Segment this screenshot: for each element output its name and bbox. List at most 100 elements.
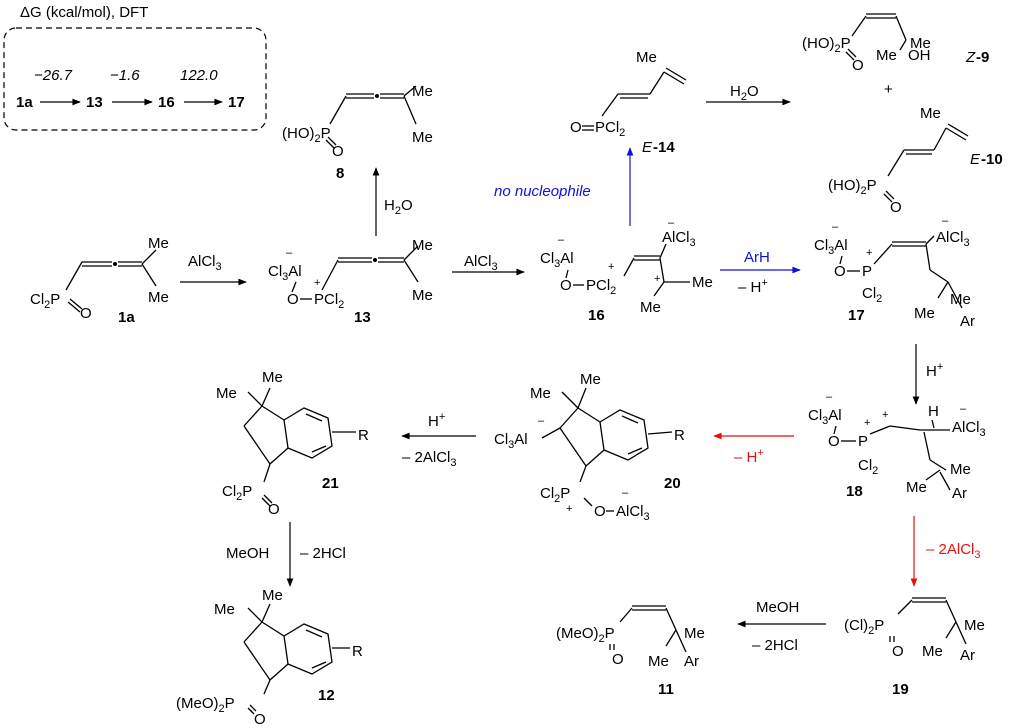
svg-text:Ar: Ar <box>960 313 975 330</box>
svg-text:–: – <box>832 221 839 233</box>
svg-text:AlCl3: AlCl3 <box>662 229 696 249</box>
svg-text:Me: Me <box>906 479 927 496</box>
svg-text:Ar: Ar <box>952 485 967 502</box>
compound-17: Cl3Al – O P + Cl2 AlCl3 – Me Me Ar 17 <box>814 215 975 330</box>
svg-text:+: + <box>866 247 872 259</box>
svg-text:Me: Me <box>412 287 433 304</box>
svg-text:Me: Me <box>530 385 551 402</box>
compound-12: Me Me R (MeO)2P O 12 <box>176 587 363 728</box>
svg-text:Me: Me <box>876 47 897 64</box>
svg-text:O: O <box>834 263 846 280</box>
energy-1: −26.7 <box>34 67 73 84</box>
svg-text:O: O <box>892 643 904 660</box>
svg-text:(MeO)2P: (MeO)2P <box>556 625 615 645</box>
svg-text:–: – <box>942 215 949 227</box>
svg-text:(HO)2P: (HO)2P <box>282 125 331 145</box>
svg-text:Me: Me <box>920 105 941 122</box>
label-13: 13 <box>354 309 371 326</box>
label-e10: E <box>970 151 981 168</box>
svg-text:–: – <box>538 415 545 427</box>
svg-text:PCl2: PCl2 <box>595 119 625 139</box>
energy-box: ΔG (kcal/mol), DFT −26.7 −1.6 122.0 1a 1… <box>3 4 267 131</box>
label-11: 11 <box>658 681 674 698</box>
svg-text:AlCl3: AlCl3 <box>936 229 970 249</box>
svg-text:Ar: Ar <box>684 653 699 670</box>
svg-text:Me: Me <box>148 235 169 252</box>
svg-text:O: O <box>268 501 280 518</box>
svg-text:+: + <box>882 409 888 421</box>
svg-text:O: O <box>254 711 266 728</box>
reagent-minus-2alcl3-a: – 2AlCl3 <box>926 541 980 561</box>
label-18: 18 <box>846 483 863 500</box>
svg-text:Me: Me <box>950 461 971 478</box>
svg-text:R: R <box>352 643 363 660</box>
box-title: ΔG (kcal/mol), DFT <box>20 4 148 21</box>
svg-text:Me: Me <box>412 129 433 146</box>
box-species-1a: 1a <box>16 94 33 111</box>
svg-text:Cl3Al: Cl3Al <box>808 407 842 427</box>
label-e14: E <box>642 139 653 156</box>
reagent-minus-2alcl3-b: – 2AlCl3 <box>402 449 456 469</box>
label-17: 17 <box>848 307 865 324</box>
svg-text:Me: Me <box>412 83 433 100</box>
svg-text:Cl2: Cl2 <box>858 457 878 477</box>
svg-text:O: O <box>332 143 344 160</box>
svg-text:+: + <box>314 277 320 289</box>
compound-e14: O PCl2 Me E -14 <box>570 49 687 156</box>
svg-text:Me: Me <box>648 653 669 670</box>
label-19: 19 <box>892 681 909 698</box>
compound-1a: Cl2P O Me Me 1a <box>30 235 169 326</box>
svg-text:O: O <box>890 199 902 216</box>
svg-text:O: O <box>828 433 840 450</box>
svg-text:Me: Me <box>216 385 237 402</box>
reagent-h-plus-a: H+ <box>926 361 943 380</box>
svg-text:Me: Me <box>412 237 433 254</box>
svg-text:P: P <box>858 433 868 450</box>
svg-text:P: P <box>862 263 872 280</box>
svg-text:Me: Me <box>914 305 935 322</box>
svg-text:Cl3Al: Cl3Al <box>268 263 302 283</box>
svg-text:Cl3Al: Cl3Al <box>494 431 528 451</box>
reagent-alcl3-b: AlCl3 <box>464 253 498 273</box>
label-21: 21 <box>322 475 339 492</box>
svg-text:Me: Me <box>684 625 705 642</box>
svg-text:–: – <box>826 391 833 403</box>
svg-text:AlCl3: AlCl3 <box>952 419 986 439</box>
reagent-meoh-a: MeOH <box>226 545 269 562</box>
reagent-no-nucleophile: no nucleophile <box>494 183 591 200</box>
label-1a: 1a <box>118 309 135 326</box>
compound-z9: (HO)2P O Me Me OH Z -9 + <box>802 13 989 98</box>
box-species-16: 16 <box>158 94 175 111</box>
svg-text:-14: -14 <box>653 139 675 156</box>
svg-text:+: + <box>864 417 870 429</box>
reagent-minus-2hcl-a: – 2HCl <box>300 545 346 562</box>
reagent-h2o-a: H2O <box>384 197 413 217</box>
reagent-minus-2hcl-b: – 2HCl <box>752 637 798 654</box>
svg-text:Cl2P: Cl2P <box>540 485 570 505</box>
svg-text:Me: Me <box>262 369 283 386</box>
svg-text:(MeO)2P: (MeO)2P <box>176 695 235 715</box>
label-8: 8 <box>336 165 344 182</box>
svg-text:+: + <box>608 261 614 273</box>
reagent-alcl3-a: AlCl3 <box>188 253 222 273</box>
svg-text:Me: Me <box>214 601 235 618</box>
svg-text:–: – <box>286 247 293 259</box>
dashed-frame <box>3 27 267 131</box>
compound-16: Cl3Al – O PCl2 + AlCl3 – + Me Me 16 <box>540 217 713 324</box>
svg-text:O: O <box>570 119 582 136</box>
reagent-minus-h-a: – H+ <box>738 277 768 296</box>
svg-text:Cl3Al: Cl3Al <box>540 250 574 270</box>
svg-text:O: O <box>594 503 606 520</box>
svg-text:O: O <box>612 651 624 668</box>
box-species-17: 17 <box>228 94 245 111</box>
svg-text:Me: Me <box>148 289 169 306</box>
svg-text:O: O <box>852 57 864 74</box>
compound-20: Cl3Al – Me Me R Cl2P + O AlCl3 – 20 <box>494 371 685 523</box>
svg-text:PCl2: PCl2 <box>586 277 616 297</box>
energy-3: 122.0 <box>180 67 218 84</box>
svg-text:Me: Me <box>640 299 661 316</box>
svg-text:PCl2: PCl2 <box>314 291 344 311</box>
compound-8: (HO)2P O Me Me 8 <box>282 83 433 182</box>
svg-text:-10: -10 <box>981 151 1003 168</box>
